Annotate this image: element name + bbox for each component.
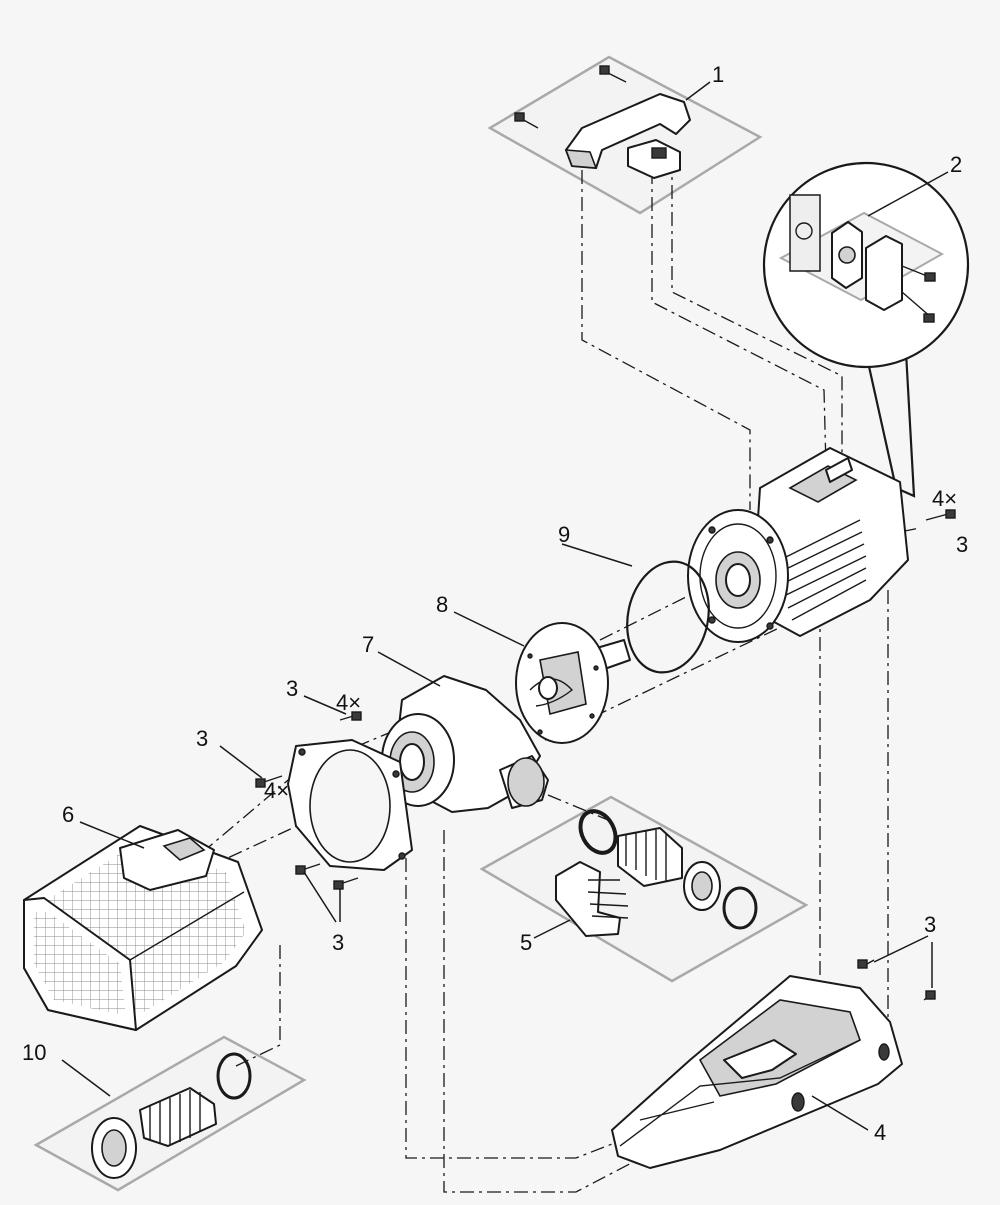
detail-circle-part-2 <box>762 161 970 498</box>
callout-labels: 1 2 4× 3 9 8 7 3 4× 3 4× 6 3 5 3 10 4 <box>22 62 968 1145</box>
callout-9: 9 <box>558 522 570 547</box>
callout-7: 7 <box>362 632 374 657</box>
gasket-plate <box>255 711 413 890</box>
part-7-pump-housing <box>381 675 549 813</box>
leader-lines <box>61 81 949 1131</box>
callout-1: 1 <box>712 62 724 87</box>
part-9-o-ring <box>626 560 710 674</box>
cooling-fins <box>779 519 867 621</box>
callout-2: 2 <box>950 152 962 177</box>
part-5-outlet-kit <box>555 809 758 937</box>
motor-housing <box>687 447 956 643</box>
callout-3-upper: 3 <box>286 676 298 701</box>
part-6-filter-basket <box>23 825 263 1031</box>
quantity-label-upper: 4× <box>336 690 361 715</box>
callout-3-lower: 3 <box>332 930 344 955</box>
quantity-label-motor: 4× <box>932 486 957 511</box>
callout-5: 5 <box>520 930 532 955</box>
callout-4: 4 <box>874 1120 886 1145</box>
callout-3-base: 3 <box>924 912 936 937</box>
callout-10: 10 <box>22 1040 46 1065</box>
callout-3-motor: 3 <box>956 532 968 557</box>
callout-8: 8 <box>436 592 448 617</box>
panel-part-5-outlet-kit <box>479 795 809 983</box>
callout-3-left: 3 <box>196 726 208 751</box>
callout-6: 6 <box>62 802 74 827</box>
part-8-impeller <box>515 622 631 744</box>
part-10-inlet-kit <box>91 1052 252 1179</box>
quantity-label-left: 4× <box>264 778 289 803</box>
part-4-base <box>611 959 936 1169</box>
part-1-handle <box>514 65 691 179</box>
